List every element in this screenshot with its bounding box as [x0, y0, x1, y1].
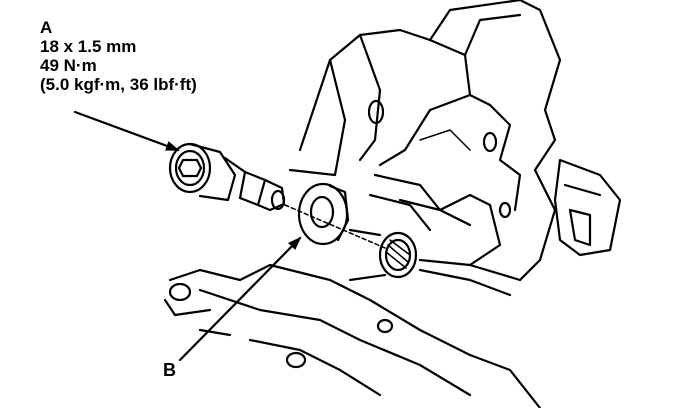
- hex-socket-icon: [177, 158, 203, 178]
- casting-hole-3: [498, 201, 512, 219]
- callout-b-letter: B: [163, 360, 176, 380]
- right-bracket: [553, 158, 622, 257]
- leader-arrow-b: [178, 236, 302, 362]
- leader-arrow-a: [73, 110, 180, 152]
- lower-hole-2: [285, 351, 307, 369]
- callout-a-torque-nm: 49 N·m: [40, 56, 97, 75]
- lower-hole-3: [376, 318, 394, 334]
- casting-hole-1: [367, 99, 385, 125]
- callout-a-letter: A: [40, 18, 53, 37]
- callout-a-torque-alt: (5.0 kgf·m, 36 lbf·ft): [40, 75, 197, 94]
- casting-hole-2: [482, 131, 498, 153]
- alignment-axis: [284, 204, 386, 249]
- callout-a-text: A 18 x 1.5 mm 49 N·m (5.0 kgf·m, 36 lbf·…: [40, 18, 197, 94]
- engine-casting: [288, 0, 562, 282]
- threaded-port: [348, 228, 522, 297]
- callout-a-size: 18 x 1.5 mm: [40, 37, 137, 56]
- lower-hole-1: [168, 282, 192, 302]
- bolt-a: [168, 142, 286, 212]
- lower-casting: [163, 263, 542, 408]
